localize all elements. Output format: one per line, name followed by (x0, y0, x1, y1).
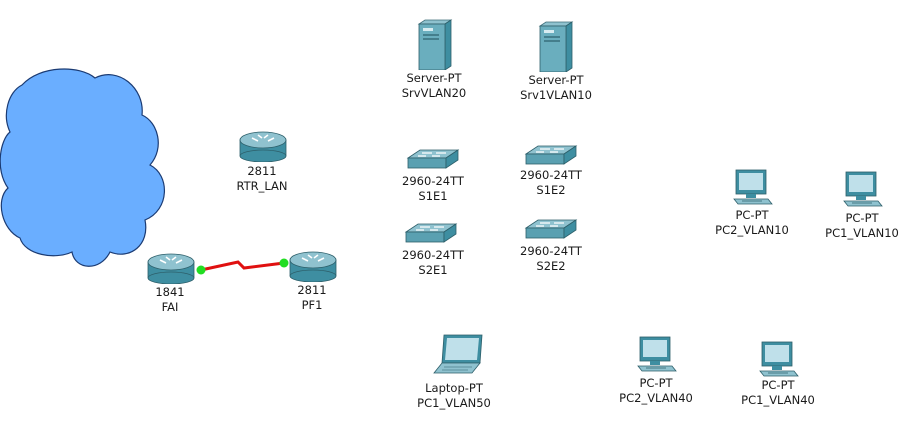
switch-s1e2-model: 2960-24TT (520, 168, 582, 182)
pc-pc2-vlan10-name: PC2_VLAN10 (715, 223, 789, 237)
pc-icon (759, 341, 799, 377)
pc-pc1-vlan40[interactable] (758, 340, 800, 378)
pc-pc2-vlan10[interactable] (732, 168, 774, 206)
switch-icon (524, 219, 578, 239)
router-pf1[interactable] (288, 250, 338, 282)
pc-icon (637, 336, 677, 372)
port-status-pf1 (279, 258, 289, 268)
pc-pc2-vlan10-model: PC-PT (735, 208, 769, 222)
pc-icon (733, 169, 773, 205)
switch-s2e2-model: 2960-24TT (520, 244, 582, 258)
cloud-icon[interactable] (0, 60, 180, 275)
server-icon (417, 19, 453, 70)
router-rtr-lan-name: RTR_LAN (236, 179, 288, 193)
server-srvvlan20-model: Server-PT (406, 71, 462, 85)
switch-icon (406, 149, 460, 169)
switch-s1e1-name: S1E1 (418, 189, 448, 203)
laptop-pc1-vlan50-model: Laptop-PT (425, 381, 483, 395)
pc-pc1-vlan10-name: PC1_VLAN10 (825, 226, 899, 240)
switch-icon (524, 145, 578, 165)
port-status-fai (196, 265, 206, 275)
router-fai-model: 1841 (155, 285, 185, 299)
laptop-icon (433, 334, 483, 374)
router-pf1-name: PF1 (301, 298, 323, 312)
router-fai[interactable] (146, 252, 196, 284)
server-srvvlan20-name: SrvVLAN20 (401, 86, 467, 100)
switch-s2e2-name: S2E2 (536, 259, 566, 273)
switch-s2e1-model: 2960-24TT (402, 248, 464, 262)
switch-s1e2[interactable] (524, 144, 578, 168)
laptop-pc1-vlan50-name: PC1_VLAN50 (417, 396, 491, 410)
router-rtr-lan-model: 2811 (247, 164, 277, 178)
server-icon (538, 21, 574, 72)
pc-pc2-vlan40-model: PC-PT (639, 376, 673, 390)
router-icon (289, 251, 337, 282)
router-pf1-model: 2811 (297, 283, 327, 297)
laptop-pc1-vlan50[interactable] (432, 333, 488, 375)
router-fai-name: FAI (161, 300, 179, 314)
pc-pc1-vlan40-model: PC-PT (761, 378, 795, 392)
switch-s2e1-name: S2E1 (418, 263, 448, 277)
router-icon (239, 131, 287, 162)
router-rtr-lan[interactable] (238, 130, 288, 162)
server-srv1vlan10-model: Server-PT (528, 73, 584, 87)
switch-s1e1[interactable] (406, 148, 460, 172)
pc-pc1-vlan40-name: PC1_VLAN40 (741, 393, 815, 407)
server-srv1vlan10-name: Srv1VLAN10 (520, 88, 592, 102)
router-icon (147, 253, 195, 284)
switch-s1e2-name: S1E2 (536, 183, 566, 197)
switch-s1e1-model: 2960-24TT (402, 174, 464, 188)
server-srv1vlan10[interactable] (536, 20, 576, 72)
server-srvvlan20[interactable] (415, 18, 455, 70)
pc-pc1-vlan10-model: PC-PT (845, 211, 879, 225)
switch-s2e1[interactable] (404, 222, 458, 246)
pc-pc2-vlan40-name: PC2_VLAN40 (619, 391, 693, 405)
pc-pc1-vlan10[interactable] (842, 170, 884, 208)
switch-s2e2[interactable] (524, 218, 578, 242)
pc-icon (843, 171, 883, 207)
pc-pc2-vlan40[interactable] (636, 335, 678, 373)
switch-icon (404, 223, 458, 243)
